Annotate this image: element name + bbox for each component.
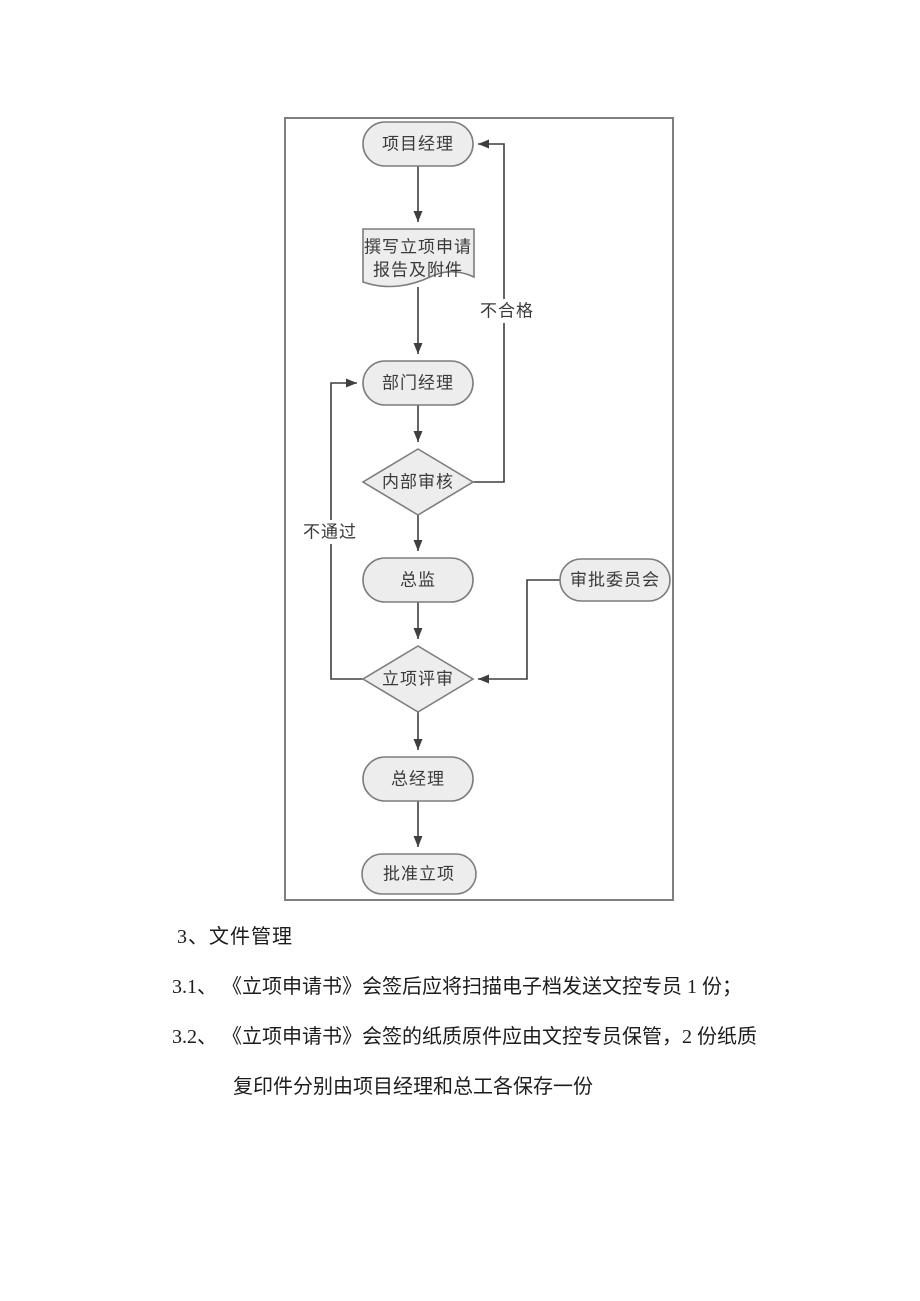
node-label: 审批委员会 [570,571,660,590]
node-write-report-document: 撰写立项申请 报告及附件 [362,228,475,288]
unqualified-label: 不合格 [480,302,534,321]
label-backing [480,299,534,323]
node-label: 总监 [400,571,436,590]
edge-committee-to-pr [478,579,560,684]
node-approval-committee: 审批委员会 [559,558,671,602]
node-label: 项目经理 [382,135,454,154]
section-heading: 3、文件管理 [177,926,293,948]
node-label: 批准立项 [383,865,455,884]
node-label: 总经理 [391,770,445,789]
node-label: 内部审核 [382,473,454,492]
node-label-line2: 报告及附件 [373,261,463,280]
node-approve-project: 批准立项 [361,853,477,895]
label-backing [303,520,357,544]
item-3-1: 3.1、 《立项申请书》会签后应将扫描电子档发送文控专员 1 份； [172,976,742,998]
project-approval-flowchart: 不合格 不通过 项目经理 撰写立项申请 报告及附件 部门经理 [303,121,671,895]
node-label: 立项评审 [382,670,454,689]
edge-label-not-passed: 不通过 [303,520,357,544]
node-director: 总监 [362,557,474,603]
node-project-manager: 项目经理 [362,121,474,167]
node-department-manager: 部门经理 [362,360,474,406]
node-project-review: 立项评审 [361,645,475,713]
node-general-manager: 总经理 [362,756,474,802]
item-3-2-continuation: 复印件分别由项目经理和总工各保存一份 [233,1076,593,1098]
edge-label-unqualified: 不合格 [480,299,534,323]
node-label-line1: 撰写立项申请 [364,238,472,257]
flowchart-container: 不合格 不通过 项目经理 撰写立项申请 报告及附件 部门经理 [284,117,674,901]
node-internal-review: 内部审核 [361,448,475,516]
node-label: 部门经理 [382,374,454,393]
not-passed-label: 不通过 [303,523,357,542]
document-shape [362,228,475,288]
item-3-2: 3.2、 《立项申请书》会签的纸质原件应由文控专员保管，2 份纸质 [172,1026,757,1048]
